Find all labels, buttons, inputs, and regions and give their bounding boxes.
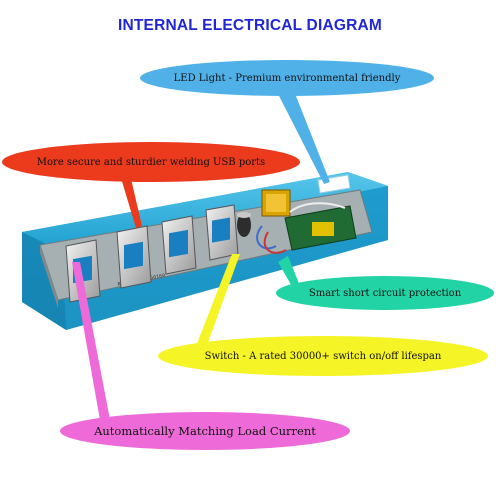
led-callout-text: LED Light - Premium environmental friend…	[173, 72, 401, 84]
usb-port-3	[161, 215, 197, 275]
usb-port-2	[116, 225, 152, 289]
power-module	[284, 205, 357, 251]
capacitor	[237, 212, 251, 237]
switch-callout-text: Switch - A rated 30000+ switch on/off li…	[204, 350, 442, 362]
led-pointer	[276, 86, 330, 184]
transformer	[261, 189, 291, 217]
usb-callout: More secure and sturdier welding USB por…	[2, 142, 300, 182]
led-callout: LED Light - Premium environmental friend…	[140, 60, 434, 96]
circuit-pointer	[278, 256, 300, 290]
load-current-callout-text: Automatically Matching Load Current	[94, 424, 316, 438]
load-current-callout: Automatically Matching Load Current	[60, 412, 350, 450]
usb-callout-text: More secure and sturdier welding USB por…	[36, 156, 266, 168]
switch-pointer	[196, 254, 240, 348]
pointer-lines	[72, 86, 330, 420]
switch-callout: Switch - A rated 30000+ switch on/off li…	[158, 336, 488, 376]
diagram-title: INTERNAL ELECTRICAL DIAGRAM	[117, 17, 383, 34]
circuit-protection-callout-text: Smart short circuit protection	[308, 287, 462, 299]
circuit-protection-callout: Smart short circuit protection	[276, 276, 494, 310]
usb-port-4	[205, 204, 239, 261]
load-pointer	[72, 262, 110, 420]
wires	[256, 202, 346, 254]
